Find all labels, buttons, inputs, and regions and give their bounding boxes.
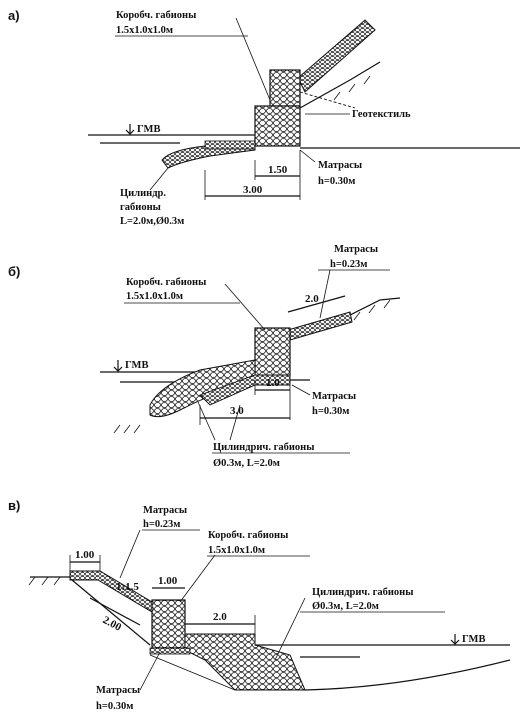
mattress-leader-b xyxy=(319,269,331,319)
cyl-label-c2: Ø0.3м, L=2.0м xyxy=(312,601,379,612)
cylinder-gabions-c xyxy=(184,633,306,691)
box-gabions-size-c: 1.5x1.0x1.0м xyxy=(208,545,265,556)
bank-slope-a xyxy=(299,61,381,109)
cyl-leader-b1 xyxy=(197,401,216,441)
box-gabions-label-b: Коробч. габионы xyxy=(126,277,206,288)
cyl-label-a1: Цилиндр. xyxy=(120,188,166,199)
cyl-label-a2: габионы xyxy=(120,202,161,213)
panel-c: в) ГМВ Матрасы h=0.23м Коробч. габион xyxy=(8,498,511,712)
dim-20-b: 2.0 xyxy=(305,293,319,305)
dim-200-c: 2.00 xyxy=(101,614,124,634)
mattress-slope-c xyxy=(69,570,153,613)
panel-b-marker: б) xyxy=(8,264,20,279)
mattress2-h-c: h=0.30м xyxy=(96,701,133,712)
mattress-label-b: Матрасы xyxy=(334,244,378,255)
box-gabion-top-a xyxy=(269,69,301,107)
mattress-label-c: Матрасы xyxy=(143,505,187,516)
river-bed-c xyxy=(304,659,511,691)
panel-c-marker: в) xyxy=(8,498,20,513)
dim-line-200 xyxy=(89,597,141,626)
box-gabions-size-b: 1.5x1.0x1.0м xyxy=(126,291,183,302)
dim-10-b: 1.0 xyxy=(266,377,280,389)
ground-hatch-b xyxy=(353,299,391,321)
cyl-leader-a xyxy=(149,167,169,191)
bank-slope-c xyxy=(71,579,151,646)
mattress-base-a xyxy=(204,140,256,150)
water-level-marker-c xyxy=(450,634,460,645)
box-gabions-label-a: Коробч. габионы xyxy=(116,10,196,21)
bottom-hatch-b xyxy=(113,424,141,434)
slope-label-c: 1:1.5 xyxy=(116,581,139,593)
mattress2-label-c: Матрасы xyxy=(96,685,140,696)
panel-b: б) ГМВ Матрасы h=0.23м 2.0 Короб xyxy=(8,244,401,469)
mattress2-leader-b xyxy=(291,384,311,396)
mattress-h-a: h=0.30м xyxy=(318,176,355,187)
water-level-label-c: ГМВ xyxy=(462,634,485,645)
box-gabion-c xyxy=(151,599,186,649)
geotextile-label-a: Геотекстиль xyxy=(352,109,411,120)
cyl-label-c1: Цилиндрич. габионы xyxy=(312,587,413,598)
dim-20-c: 2.0 xyxy=(213,611,227,623)
mattress2-h-b: h=0.30м xyxy=(312,406,349,417)
box-gabions-label-c: Коробч. габионы xyxy=(208,530,288,541)
mattress-h-b: h=0.23м xyxy=(330,259,367,270)
dim-line-20-b xyxy=(287,295,346,313)
dim-100b-c: 1.00 xyxy=(158,575,178,587)
dim-150-a: 1.50 xyxy=(268,164,288,176)
bed-left-c xyxy=(149,654,236,691)
mattress-slope-a xyxy=(297,19,376,93)
mattress2-leader-c xyxy=(139,651,161,691)
mattress2-label-b: Матрасы xyxy=(312,391,356,402)
box-gabions-leader-a xyxy=(235,17,271,101)
mattress-h-c: h=0.23м xyxy=(143,519,180,530)
mattress-label-a: Матрасы xyxy=(318,160,362,171)
water-level-label-b: ГМВ xyxy=(125,360,148,371)
box-gabion-b xyxy=(254,327,291,377)
mattress-leader-a xyxy=(299,149,316,163)
water-level-marker-b xyxy=(113,360,123,372)
ground-hatch-c xyxy=(28,576,61,586)
cyl-label-b2: Ø0.3м, L=2.0м xyxy=(213,458,280,469)
water-level-label-a: ГМВ xyxy=(137,124,160,135)
water-level-marker-a xyxy=(125,124,135,135)
box-gabions-size-a: 1.5x1.0x1.0м xyxy=(116,25,173,36)
panel-a-marker: а) xyxy=(8,8,20,23)
cyl-leader-b2 xyxy=(229,404,241,441)
dim-300-a: 3.00 xyxy=(243,184,263,196)
ground-hatch-a xyxy=(333,75,371,101)
box-gabion-bottom-a xyxy=(254,105,301,147)
box-gabions-leader-b xyxy=(224,283,266,331)
panel-a: а) ГМВ Геотекстиль Коробч. габионы 1.5x1… xyxy=(8,8,520,227)
mattress-leader-c xyxy=(119,529,141,579)
cyl-label-b1: Цилиндрич. габионы xyxy=(213,442,314,453)
mattress-base-c xyxy=(149,647,191,655)
geotextile-line-a xyxy=(299,91,356,109)
cyl-label-a3: L=2.0м,Ø0.3м xyxy=(120,216,184,227)
dim-30-b: 3.0 xyxy=(230,405,244,417)
box-gabions-leader-c xyxy=(179,554,216,603)
dim-100a-c: 1.00 xyxy=(75,549,95,561)
cyl-leader-c xyxy=(274,597,306,661)
